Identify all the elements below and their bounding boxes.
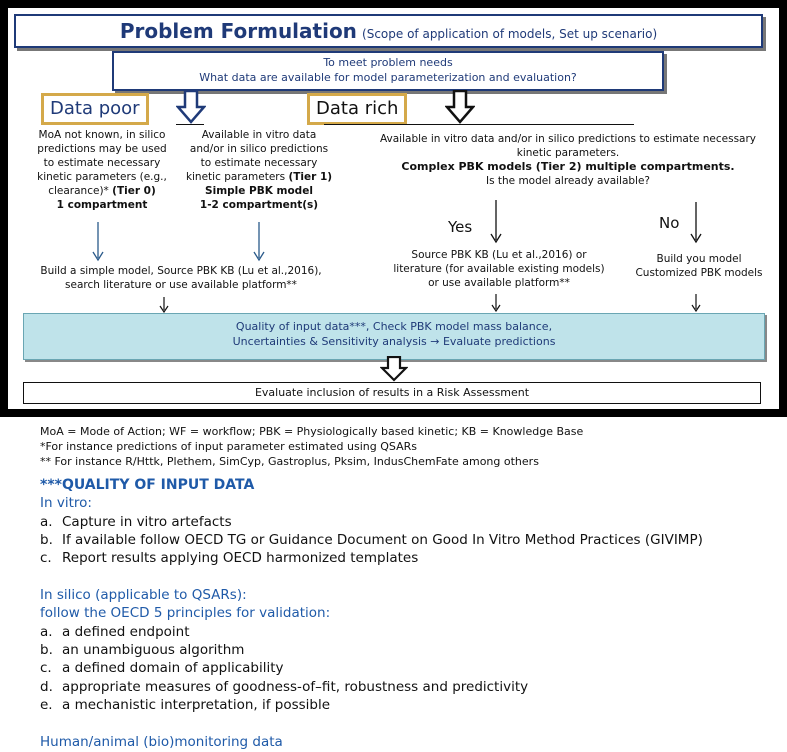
poor-connector-line xyxy=(176,124,204,125)
diagram-panel: Problem Formulation (Scope of applicatio… xyxy=(8,8,779,409)
data-question-box: To meet problem needs What data are avai… xyxy=(112,51,664,91)
footnote-asterisk: *For instance predictions of input param… xyxy=(40,440,417,453)
list-item-text: a defined endpoint xyxy=(62,624,190,640)
evaluate-hollow-arrow-icon xyxy=(379,355,409,386)
question-line-1: To meet problem needs xyxy=(323,56,453,69)
data-poor-hollow-arrow-icon xyxy=(176,90,206,124)
yes-line-1: Source PBK KB (Lu et al.,2016) or xyxy=(411,249,587,261)
tier0-line-4: kinetic parameters (e.g., xyxy=(37,171,167,183)
problem-formulation-box: Problem Formulation (Scope of applicatio… xyxy=(14,14,763,48)
list-marker: c. xyxy=(40,660,52,676)
page-title: Problem Formulation xyxy=(119,19,357,43)
simple-build-line-2: search literature or use available platf… xyxy=(65,279,297,291)
tier2-line-3: Complex PBK models (Tier 2) multiple com… xyxy=(401,160,735,173)
tier0-label: (Tier 0) xyxy=(112,185,156,197)
data-rich-tag: Data rich xyxy=(307,93,408,125)
tier1-line-5: Simple PBK model xyxy=(205,185,313,197)
list-item-text: appropriate measures of goodness-of–fit,… xyxy=(62,679,529,695)
tier0-block: MoA not known, in silico predictions may… xyxy=(16,128,188,212)
list-item-text: If available follow OECD TG or Guidance … xyxy=(62,532,703,548)
tier2-line-1: Available in vitro data and/or in silico… xyxy=(379,133,757,145)
tier1-line-1: Available in vitro data xyxy=(201,129,317,141)
list-marker: c. xyxy=(40,550,52,566)
simple-build-line-1: Build a simple model, Source PBK KB (Lu … xyxy=(40,265,322,277)
page-subtitle: (Scope of application of models, Set up … xyxy=(362,27,658,41)
tier1-block: Available in vitro data and/or in silico… xyxy=(174,128,344,212)
list-marker: d. xyxy=(40,679,53,695)
tier0-line-6: 1 compartment xyxy=(56,199,148,211)
no-line-1: Build you model xyxy=(656,253,742,265)
yes-down-arrow-icon xyxy=(490,200,502,248)
monitoring-title: Human/animal (bio)monitoring data xyxy=(40,734,283,750)
list-item-text: Capture in vitro artefacts xyxy=(62,514,232,530)
tier0-line-2: predictions may be used xyxy=(37,143,167,155)
list-item: b. an unambiguous algorithm xyxy=(40,642,244,658)
list-marker: a. xyxy=(40,624,53,640)
footnote-abbreviations: MoA = Mode of Action; WF = workflow; PBK… xyxy=(40,425,584,438)
simple-build-block: Build a simple model, Source PBK KB (Lu … xyxy=(16,264,346,292)
question-line-2: What data are available for model parame… xyxy=(199,71,577,84)
yes-line-3: or use available platform** xyxy=(428,277,570,289)
list-item: a. a defined endpoint xyxy=(40,624,190,640)
diagram-frame: Problem Formulation (Scope of applicatio… xyxy=(0,0,787,417)
yes-text-block: Source PBK KB (Lu et al.,2016) or litera… xyxy=(390,248,608,290)
tier0-line-1: MoA not known, in silico xyxy=(38,129,166,141)
quality-check-box: Quality of input data***, Check PBK mode… xyxy=(23,313,765,360)
tier0-line-5a: clearance)* xyxy=(48,185,113,197)
list-item: b. If available follow OECD TG or Guidanc… xyxy=(40,532,703,548)
in-silico-title: In silico (applicable to QSARs): xyxy=(40,587,247,603)
tier0-line-5: clearance)* (Tier 0) xyxy=(16,184,188,198)
in-silico-subtitle: follow the OECD 5 principles for validat… xyxy=(40,605,331,621)
data-poor-tag: Data poor xyxy=(41,93,149,125)
list-item: c. a defined domain of applicability xyxy=(40,660,284,676)
list-marker: a. xyxy=(40,514,53,530)
tier2-line-2: kinetic parameters. xyxy=(516,147,620,159)
list-item-text: an unambiguous algorithm xyxy=(62,642,245,658)
no-down-arrow-icon xyxy=(690,202,702,248)
quality-line-1: Quality of input data***, Check PBK mode… xyxy=(235,320,553,333)
no-label: No xyxy=(659,214,680,232)
list-item-text: Report results applying OECD harmonized … xyxy=(62,550,419,566)
list-item-text: a defined domain of applicability xyxy=(62,660,284,676)
no-line-2: Customized PBK models xyxy=(635,267,763,279)
list-marker: e. xyxy=(40,697,53,713)
tier1-line-4a: kinetic parameters xyxy=(185,171,289,183)
in-vitro-title: In vitro: xyxy=(40,495,92,511)
quality-heading: ***QUALITY OF INPUT DATA xyxy=(40,477,255,493)
simple-to-quality-arrow-icon xyxy=(158,297,170,317)
tier0-line-3: to estimate necessary xyxy=(43,157,161,169)
rich-connector-line xyxy=(324,124,634,125)
list-item: d. appropriate measures of goodness-of–fi… xyxy=(40,679,528,695)
yes-line-2: literature (for available existing model… xyxy=(393,263,605,275)
data-rich-hollow-arrow-icon xyxy=(445,90,475,124)
tier0-down-arrow-icon xyxy=(92,222,104,266)
yes-label: Yes xyxy=(448,218,473,236)
list-marker: b. xyxy=(40,532,53,548)
list-item: a. Capture in vitro artefacts xyxy=(40,514,232,530)
list-item: e. a mechanistic interpretation, if possi… xyxy=(40,697,330,713)
yes-to-quality-arrow-icon xyxy=(490,294,502,316)
list-marker: b. xyxy=(40,642,53,658)
tier1-line-3: to estimate necessary xyxy=(200,157,318,169)
no-to-quality-arrow-icon xyxy=(690,294,702,316)
tier2-line-4: Is the model already available? xyxy=(485,175,651,187)
tier2-block: Available in vitro data and/or in silico… xyxy=(358,132,778,188)
footnote-double-asterisk: ** For instance R/Httk, Plethem, SimCyp,… xyxy=(40,455,539,468)
quality-line-2: Uncertainties & Sensitivity analysis → E… xyxy=(232,335,556,348)
list-item-text: a mechanistic interpretation, if possibl… xyxy=(62,697,331,713)
tier1-line-2: and/or in silico predictions xyxy=(189,143,329,155)
tier1-line-4: kinetic parameters (Tier 1) xyxy=(174,170,344,184)
tier1-down-arrow-icon xyxy=(253,222,265,266)
tier1-label: (Tier 1) xyxy=(288,171,333,183)
tier1-line-6: 1-2 compartment(s) xyxy=(199,199,319,211)
list-item: c. Report results applying OECD harmonize… xyxy=(40,550,418,566)
evaluate-risk-box: Evaluate inclusion of results in a Risk … xyxy=(23,382,761,404)
no-text-block: Build you model Customized PBK models xyxy=(624,252,774,280)
